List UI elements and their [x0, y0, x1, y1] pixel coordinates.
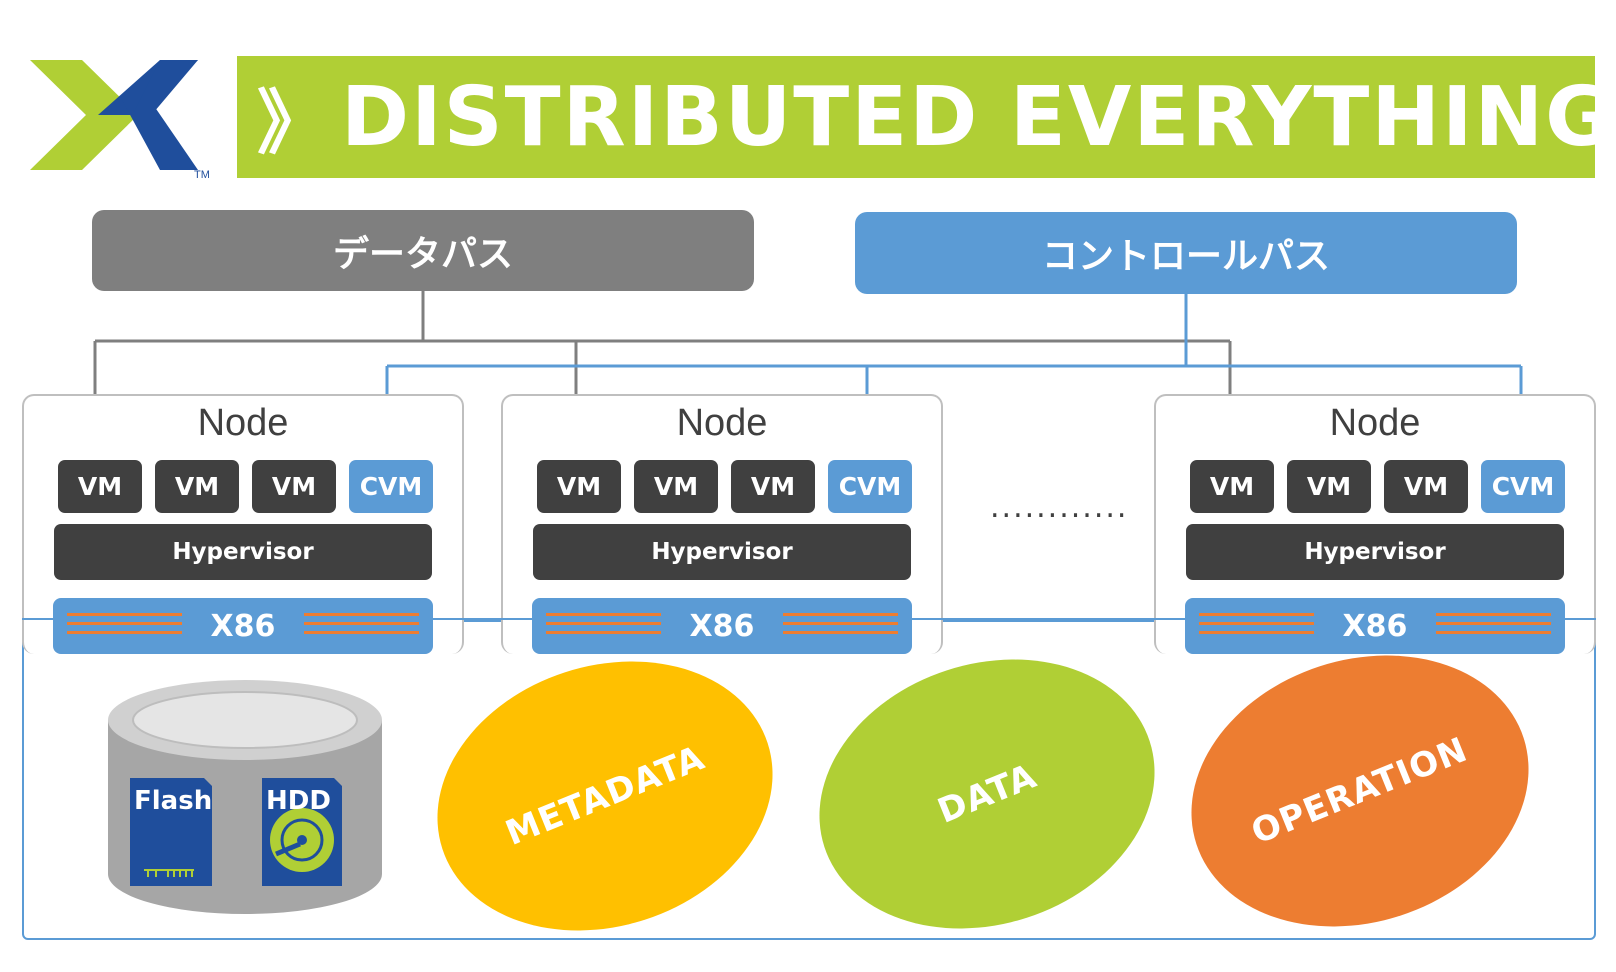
disk-drum-icon: [108, 680, 382, 914]
x86-bar: X86: [53, 598, 433, 654]
vm-chip: VM: [634, 460, 718, 513]
vm-chip: VM: [155, 460, 239, 513]
control-path-box: コントロールパス: [855, 212, 1517, 294]
vm-chip: VM: [58, 460, 142, 513]
node-label: Node: [197, 402, 289, 444]
data-label: DATA: [931, 756, 1043, 832]
stripes-left: [67, 613, 182, 641]
page-title: DISTRIBUTED EVERYTHING: [341, 69, 1615, 165]
svg-text:TM: TM: [194, 169, 210, 181]
stripes-right: [1436, 613, 1551, 641]
stripes-left: [1199, 613, 1314, 641]
logo-x-icon: TM: [30, 60, 210, 181]
flash-card-icon: [130, 778, 212, 886]
title-banner: 》 DISTRIBUTED EVERYTHING: [237, 56, 1612, 178]
data-path-box: データパス: [92, 210, 754, 291]
cvm-chip: CVM: [1481, 460, 1565, 513]
stripes-left: [546, 613, 661, 641]
node-label: Node: [1329, 402, 1421, 444]
x86-label: X86: [1342, 608, 1408, 644]
node-label: Node: [676, 402, 768, 444]
vm-chip: VM: [1384, 460, 1468, 513]
vm-chip: VM: [537, 460, 621, 513]
vm-chip: VM: [1190, 460, 1274, 513]
vm-chip: VM: [1287, 460, 1371, 513]
cvm-chip: CVM: [349, 460, 433, 513]
stripes-right: [304, 613, 419, 641]
operation-label: OPERATION: [1246, 729, 1474, 853]
flash-label: Flash: [134, 786, 213, 816]
metadata-label: METADATA: [499, 737, 711, 855]
chevron-icon: 》: [257, 81, 327, 164]
hdd-card-icon: [262, 778, 342, 886]
x86-label: X86: [689, 608, 755, 644]
vm-chip: VM: [731, 460, 815, 513]
stripes-right: [783, 613, 898, 641]
nutanix-logo: TM: [30, 60, 230, 185]
hypervisor-bar: Hypervisor: [1186, 524, 1564, 580]
cvm-chip: CVM: [828, 460, 912, 513]
storage-drum: Flash HDD: [104, 676, 386, 918]
more-nodes-ellipsis: ............: [990, 490, 1129, 525]
x86-bar: X86: [532, 598, 912, 654]
x86-bar: X86: [1185, 598, 1565, 654]
hypervisor-bar: Hypervisor: [54, 524, 432, 580]
hypervisor-bar: Hypervisor: [533, 524, 911, 580]
vm-chip: VM: [252, 460, 336, 513]
x86-label: X86: [210, 608, 276, 644]
hdd-label: HDD: [266, 786, 331, 816]
